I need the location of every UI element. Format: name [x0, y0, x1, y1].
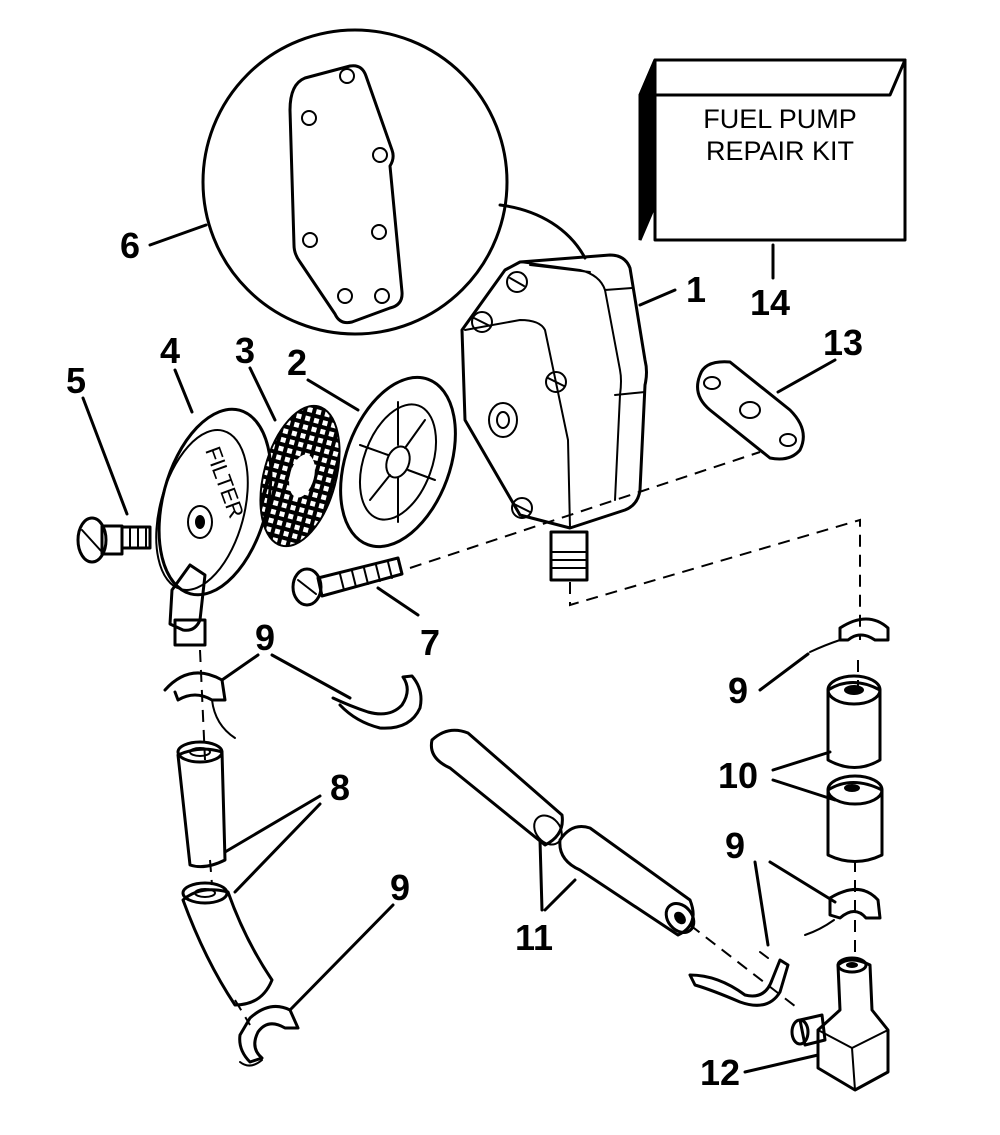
hose-clip-4 — [804, 888, 882, 936]
callout-6: 6 — [120, 225, 140, 266]
kit-label-line1: FUEL PUMP — [703, 104, 857, 134]
callout-9-right-top: 9 — [728, 670, 748, 711]
mounting-gasket — [696, 360, 805, 461]
hose-11-upper — [429, 728, 564, 847]
hose-clip-2 — [331, 674, 423, 730]
hose-11-lower — [558, 825, 696, 937]
kit-label-line2: REPAIR KIT — [706, 136, 854, 166]
callout-3: 3 — [235, 330, 255, 371]
hose-10-upper — [826, 674, 882, 769]
hose-clip-5 — [688, 951, 790, 1007]
callout-11: 11 — [515, 917, 553, 958]
callout-14: 14 — [750, 282, 790, 323]
hose-8-lower — [181, 881, 274, 1007]
callout-9-right-bottom: 9 — [725, 825, 745, 866]
hose-clip-6 — [238, 1004, 300, 1067]
thumb-screw — [76, 516, 152, 564]
callout-2: 2 — [287, 342, 307, 383]
callout-1: 1 — [686, 269, 706, 310]
callout-4: 4 — [160, 330, 180, 371]
callout-12: 12 — [700, 1052, 740, 1093]
hose-8-upper — [176, 740, 227, 869]
hose-10-lower — [826, 774, 884, 863]
repair-kit-box: FUEL PUMP REPAIR KIT — [638, 58, 907, 242]
callout-9-left: 9 — [255, 617, 275, 658]
callout-8: 8 — [330, 767, 350, 808]
callout-10: 10 — [718, 755, 758, 796]
filter-disc — [339, 375, 457, 549]
elbow-fitting — [790, 956, 890, 1092]
leader-lines — [81, 223, 837, 1074]
gasket-detail-circle — [201, 28, 587, 336]
callout-7: 7 — [420, 622, 440, 663]
long-screw — [291, 556, 404, 607]
hose-clip-1 — [163, 671, 236, 739]
fuel-pump-body — [460, 253, 648, 582]
callout-9-bottom-left: 9 — [390, 867, 410, 908]
hose-clip-3 — [809, 617, 890, 653]
callout-5: 5 — [66, 360, 86, 401]
callout-13: 13 — [823, 322, 863, 363]
filter-screen — [259, 404, 341, 548]
callout-numbers: 1 2 3 4 5 6 7 8 9 9 9 9 10 11 12 13 14 — [66, 225, 863, 1093]
